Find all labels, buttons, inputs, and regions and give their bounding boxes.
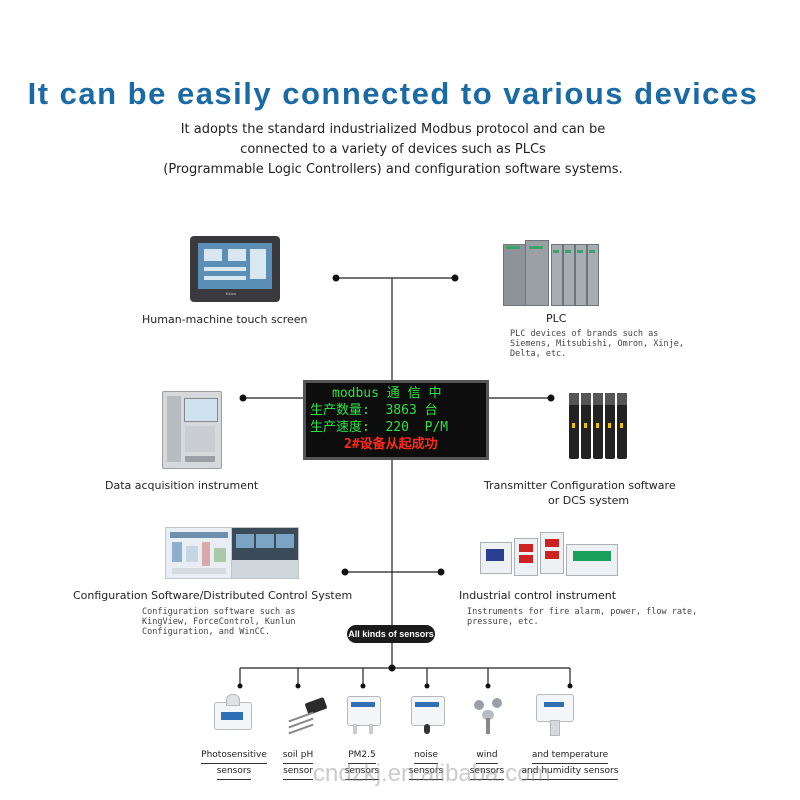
subtitle-line-1: It adopts the standard industrialized Mo… — [180, 122, 606, 137]
sensor-label-line1: Photosensitive — [201, 748, 267, 764]
noise-sensor-image — [409, 694, 445, 736]
junction-dot — [485, 683, 491, 689]
sensor-label-line1: soil pH — [282, 748, 314, 764]
junction-dot — [437, 568, 445, 576]
subtitle-line-2: connected to a variety of devices such a… — [240, 142, 546, 157]
subtitle-line-3: (Programmable Logic Controllers) and con… — [163, 162, 623, 177]
transmitter-label-2: or DCS system — [548, 494, 630, 507]
wind-sensor-image — [468, 694, 508, 736]
config-desc-2: KingView, ForceControl, Kunlun — [142, 617, 296, 627]
junction-dot — [341, 568, 349, 576]
plc-image — [503, 240, 599, 306]
sensor-label-pm25: PM2.5 sensors — [340, 748, 384, 780]
soil-ph-sensor-image — [284, 696, 330, 736]
sensor-label-photosensitive: Photosensitive sensors — [196, 748, 272, 780]
daq-label: Data acquisition instrument — [105, 479, 259, 492]
plc-desc-2: Siemens, Mitsubishi, Omron, Xinje, — [510, 339, 684, 349]
led-line-2: 生产数量: 3863 台 — [310, 403, 438, 418]
industrial-label: Industrial control instrument — [459, 589, 617, 602]
plc-label: PLC — [546, 312, 567, 325]
industrial-desc-2: pressure, etc. — [467, 617, 539, 627]
sensor-label-wind: wind sensors — [465, 748, 509, 780]
sensor-label-line2: sensors — [344, 764, 380, 780]
junction-dot — [547, 394, 555, 402]
temperature-humidity-sensor-image — [534, 692, 574, 736]
sensor-label-line2: sensors — [408, 764, 444, 780]
junction-dot — [567, 683, 573, 689]
dcs-control-room-image — [231, 527, 299, 579]
sensor-label-temp-humidity: and temperature and humidity sensors — [516, 748, 624, 780]
led-line-1a: modbus — [332, 386, 379, 401]
config-desc-3: Configuration, and WinCC. — [142, 627, 270, 637]
led-display-image: modbus 通 信 中 生产数量: 3863 台 生产速度: 220 P/M … — [303, 380, 489, 460]
led-line-1b: 通 信 中 — [386, 386, 442, 401]
sensors-pill-label: All kinds of sensors — [347, 625, 435, 643]
led-line-3: 生产速度: 220 P/M — [310, 420, 449, 435]
watermark: cndzkj.en.alibaba.com — [313, 760, 551, 787]
led-line-4: 2#设备从起成功 — [344, 437, 438, 452]
config-label: Configuration Software/Distributed Contr… — [73, 589, 353, 602]
hmi-logo: Kinco — [226, 291, 237, 296]
junction-dot — [332, 274, 340, 282]
sensor-label-line2: sensors — [469, 764, 505, 780]
sensor-label-soil-ph: soil pH sensor — [276, 748, 320, 780]
sensor-label-line2: and humidity sensors — [521, 764, 619, 780]
config-software-screenshot — [165, 527, 233, 579]
config-desc-1: Configuration software such as — [142, 607, 296, 617]
pm25-sensor-image — [345, 694, 381, 736]
junction-dot — [295, 683, 301, 689]
photosensitive-sensor-image — [212, 694, 252, 734]
industrial-desc-1: Instruments for fire alarm, power, flow … — [467, 607, 698, 617]
junction-dot — [237, 683, 243, 689]
transmitter-image — [569, 393, 635, 463]
plc-desc-3: Delta, etc. — [510, 349, 567, 359]
sensor-label-noise: noise sensors — [404, 748, 448, 780]
transmitter-label-1: Transmitter Configuration software — [484, 479, 676, 492]
plc-desc-1: PLC devices of brands such as — [510, 329, 659, 339]
sensor-label-line2: sensor — [283, 764, 313, 780]
junction-dot — [360, 683, 366, 689]
sensor-label-line2: sensors — [216, 764, 252, 780]
junction-dot — [424, 683, 430, 689]
junction-dot — [239, 394, 247, 402]
hmi-touch-screen-image: Kinco — [190, 236, 280, 302]
data-acquisition-image — [162, 391, 222, 469]
junction-dot — [451, 274, 459, 282]
hmi-label: Human-machine touch screen — [142, 313, 308, 326]
page-title: It can be easily connected to various de… — [27, 76, 759, 111]
junction-dot — [388, 664, 396, 672]
industrial-instrument-image — [480, 532, 618, 576]
